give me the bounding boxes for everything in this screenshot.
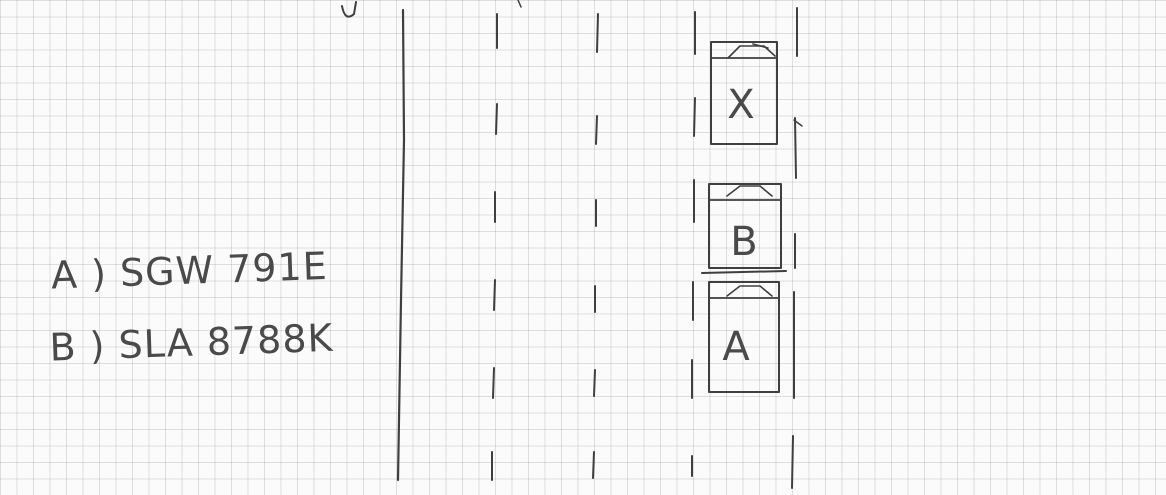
vehicle-b-front-mark [727,186,772,196]
lane-divider-3 [692,12,695,476]
road-edge-line [398,10,404,480]
vehicle-a-label: A [722,324,750,370]
legend: A ) SGW 791E B ) SLA 8788K [46,244,334,370]
vehicle-b: B [702,184,786,273]
vehicle-x: X [711,42,777,144]
vehicle-a-front-mark [727,286,772,296]
lane-divider-1 [492,14,497,480]
lane-divider-2 [593,14,598,478]
legend-item-b: B ) SLA 8788K [49,316,334,370]
stray-mark-2 [518,0,521,7]
lane-divider-4 [792,8,802,488]
vehicle-b-rear-line [702,271,786,273]
vehicle-b-label: B [730,219,757,265]
legend-item-a: A ) SGW 791E [50,244,328,298]
vehicle-a: A [709,282,779,392]
stray-mark [342,2,356,17]
vehicle-x-label: X [727,82,754,128]
